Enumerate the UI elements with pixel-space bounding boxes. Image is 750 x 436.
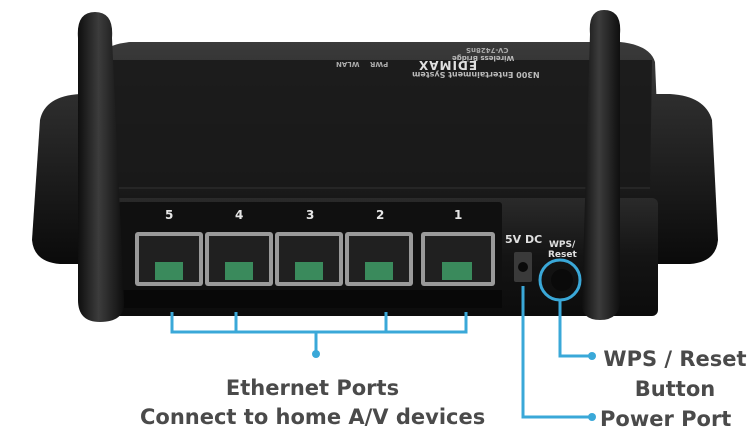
- port-panel: [118, 202, 502, 308]
- port-number-4: 4: [235, 208, 244, 222]
- ethernet-callout-line: [170, 312, 468, 354]
- model-line-1: N300 Entertainment System: [412, 70, 540, 79]
- ethernet-port-1: [421, 232, 495, 286]
- wps-callout-line: [558, 300, 590, 358]
- wps-label-line-1: WPS/: [549, 240, 576, 250]
- power-callout-dot: [588, 413, 596, 421]
- led-label-wlan: WLAN: [336, 60, 360, 68]
- wps-label-line-2: Reset: [548, 250, 577, 260]
- port-number-2: 2: [376, 208, 385, 222]
- ethernet-ports-caption: Ethernet Ports Connect to home A/V devic…: [140, 374, 485, 432]
- power-port-caption: Power Port: [600, 407, 732, 431]
- wps-caption-line-2: Button: [634, 377, 716, 401]
- ethernet-port-4: [205, 232, 273, 286]
- model-line-3: CV-7428nS: [466, 46, 509, 54]
- ethernet-port-3: [275, 232, 343, 286]
- led-label-pwr: PWR: [370, 60, 389, 68]
- ethernet-port-5: [135, 232, 203, 286]
- ethernet-callout-dot: [312, 350, 320, 358]
- port-number-5: 5: [165, 208, 174, 222]
- wps-reset-caption: WPS / Reset Button: [600, 344, 750, 404]
- power-port-label: 5V DC: [505, 233, 543, 246]
- port-number-1: 1: [454, 208, 463, 222]
- ethernet-port-2: [345, 232, 413, 286]
- model-line-2: Wireless Bridge: [452, 54, 515, 62]
- antenna-left: [77, 12, 125, 322]
- power-port: [514, 252, 532, 282]
- port-number-3: 3: [306, 208, 315, 222]
- power-callout-line: [521, 286, 590, 419]
- wps-caption-line-1: WPS / Reset: [603, 347, 747, 371]
- ethernet-caption-line-2: Connect to home A/V devices: [140, 405, 486, 429]
- wps-callout-dot: [588, 352, 596, 360]
- ethernet-caption-line-1: Ethernet Ports: [225, 376, 400, 400]
- antenna-right: [581, 10, 621, 320]
